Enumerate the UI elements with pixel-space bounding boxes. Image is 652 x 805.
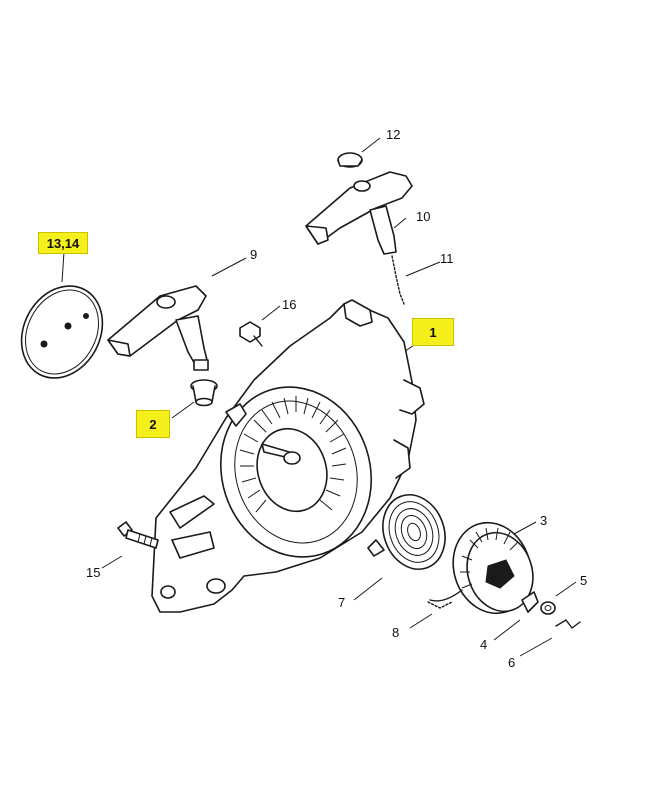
callout-15: 15	[86, 565, 101, 580]
part-screw-16	[239, 321, 263, 347]
leader-lines	[61, 137, 577, 657]
part-cap-12	[337, 152, 363, 168]
callout-13-14: 13,14	[38, 232, 88, 254]
callout-2: 2	[136, 410, 170, 438]
callout-1: 1	[412, 318, 454, 346]
part-rope-rotor-3	[429, 521, 534, 615]
part-bolt-15	[117, 521, 159, 549]
callout-5: 5	[580, 573, 588, 588]
callout-16: 16	[282, 297, 297, 312]
callout-7: 7	[338, 595, 346, 610]
part-starter-grip-9	[107, 285, 209, 371]
part-spring-clip-6	[555, 619, 581, 629]
part-spring-7	[367, 494, 446, 570]
part-bushing-2	[190, 379, 218, 407]
callout-3: 3	[540, 513, 548, 528]
part-starter-grip-10	[305, 171, 413, 255]
callout-6: 6	[508, 655, 516, 670]
part-rope-11	[391, 255, 405, 305]
callout-8: 8	[392, 625, 400, 640]
part-washer-5	[540, 601, 556, 615]
part-fan-housing-1	[151, 299, 425, 613]
callout-9: 9	[250, 247, 258, 262]
callout-10: 10	[416, 209, 431, 224]
part-cover-disc	[20, 285, 104, 379]
part-rope-8	[427, 601, 453, 609]
part-pawl-4	[521, 591, 539, 613]
callout-4: 4	[480, 637, 488, 652]
callout-12: 12	[386, 127, 401, 142]
callout-11: 11	[440, 251, 454, 266]
